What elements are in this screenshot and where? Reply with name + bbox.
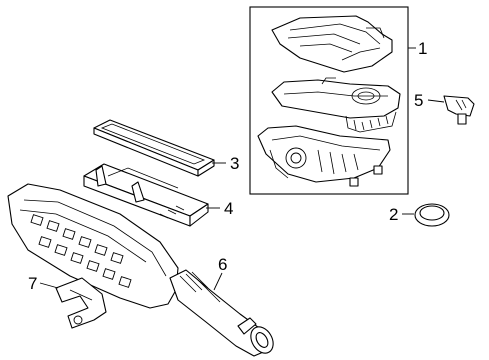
callout-1: 1 <box>418 39 427 58</box>
callout-5-leader <box>427 99 445 103</box>
callout-2: 2 <box>389 205 398 224</box>
air-cleaner-upper-cover <box>271 15 393 73</box>
callout-3: 3 <box>230 154 239 173</box>
air-cleaner-middle-housing <box>271 77 401 133</box>
filter-tray <box>83 163 209 227</box>
callout-4: 4 <box>224 199 233 218</box>
callout-6-leader <box>213 272 223 291</box>
seal-ring <box>414 203 450 227</box>
mounting-bracket <box>55 277 107 329</box>
callout-6: 6 <box>218 255 227 274</box>
callout-7-leader <box>39 282 59 289</box>
air-cleaner-assembly-frame <box>249 6 409 195</box>
air-filter-element <box>93 119 215 177</box>
mass-airflow-sensor <box>443 95 475 125</box>
intake-duct <box>7 183 274 357</box>
callout-5: 5 <box>414 91 423 110</box>
callout-7: 7 <box>28 274 37 293</box>
air-cleaner-lower-housing <box>257 125 391 187</box>
